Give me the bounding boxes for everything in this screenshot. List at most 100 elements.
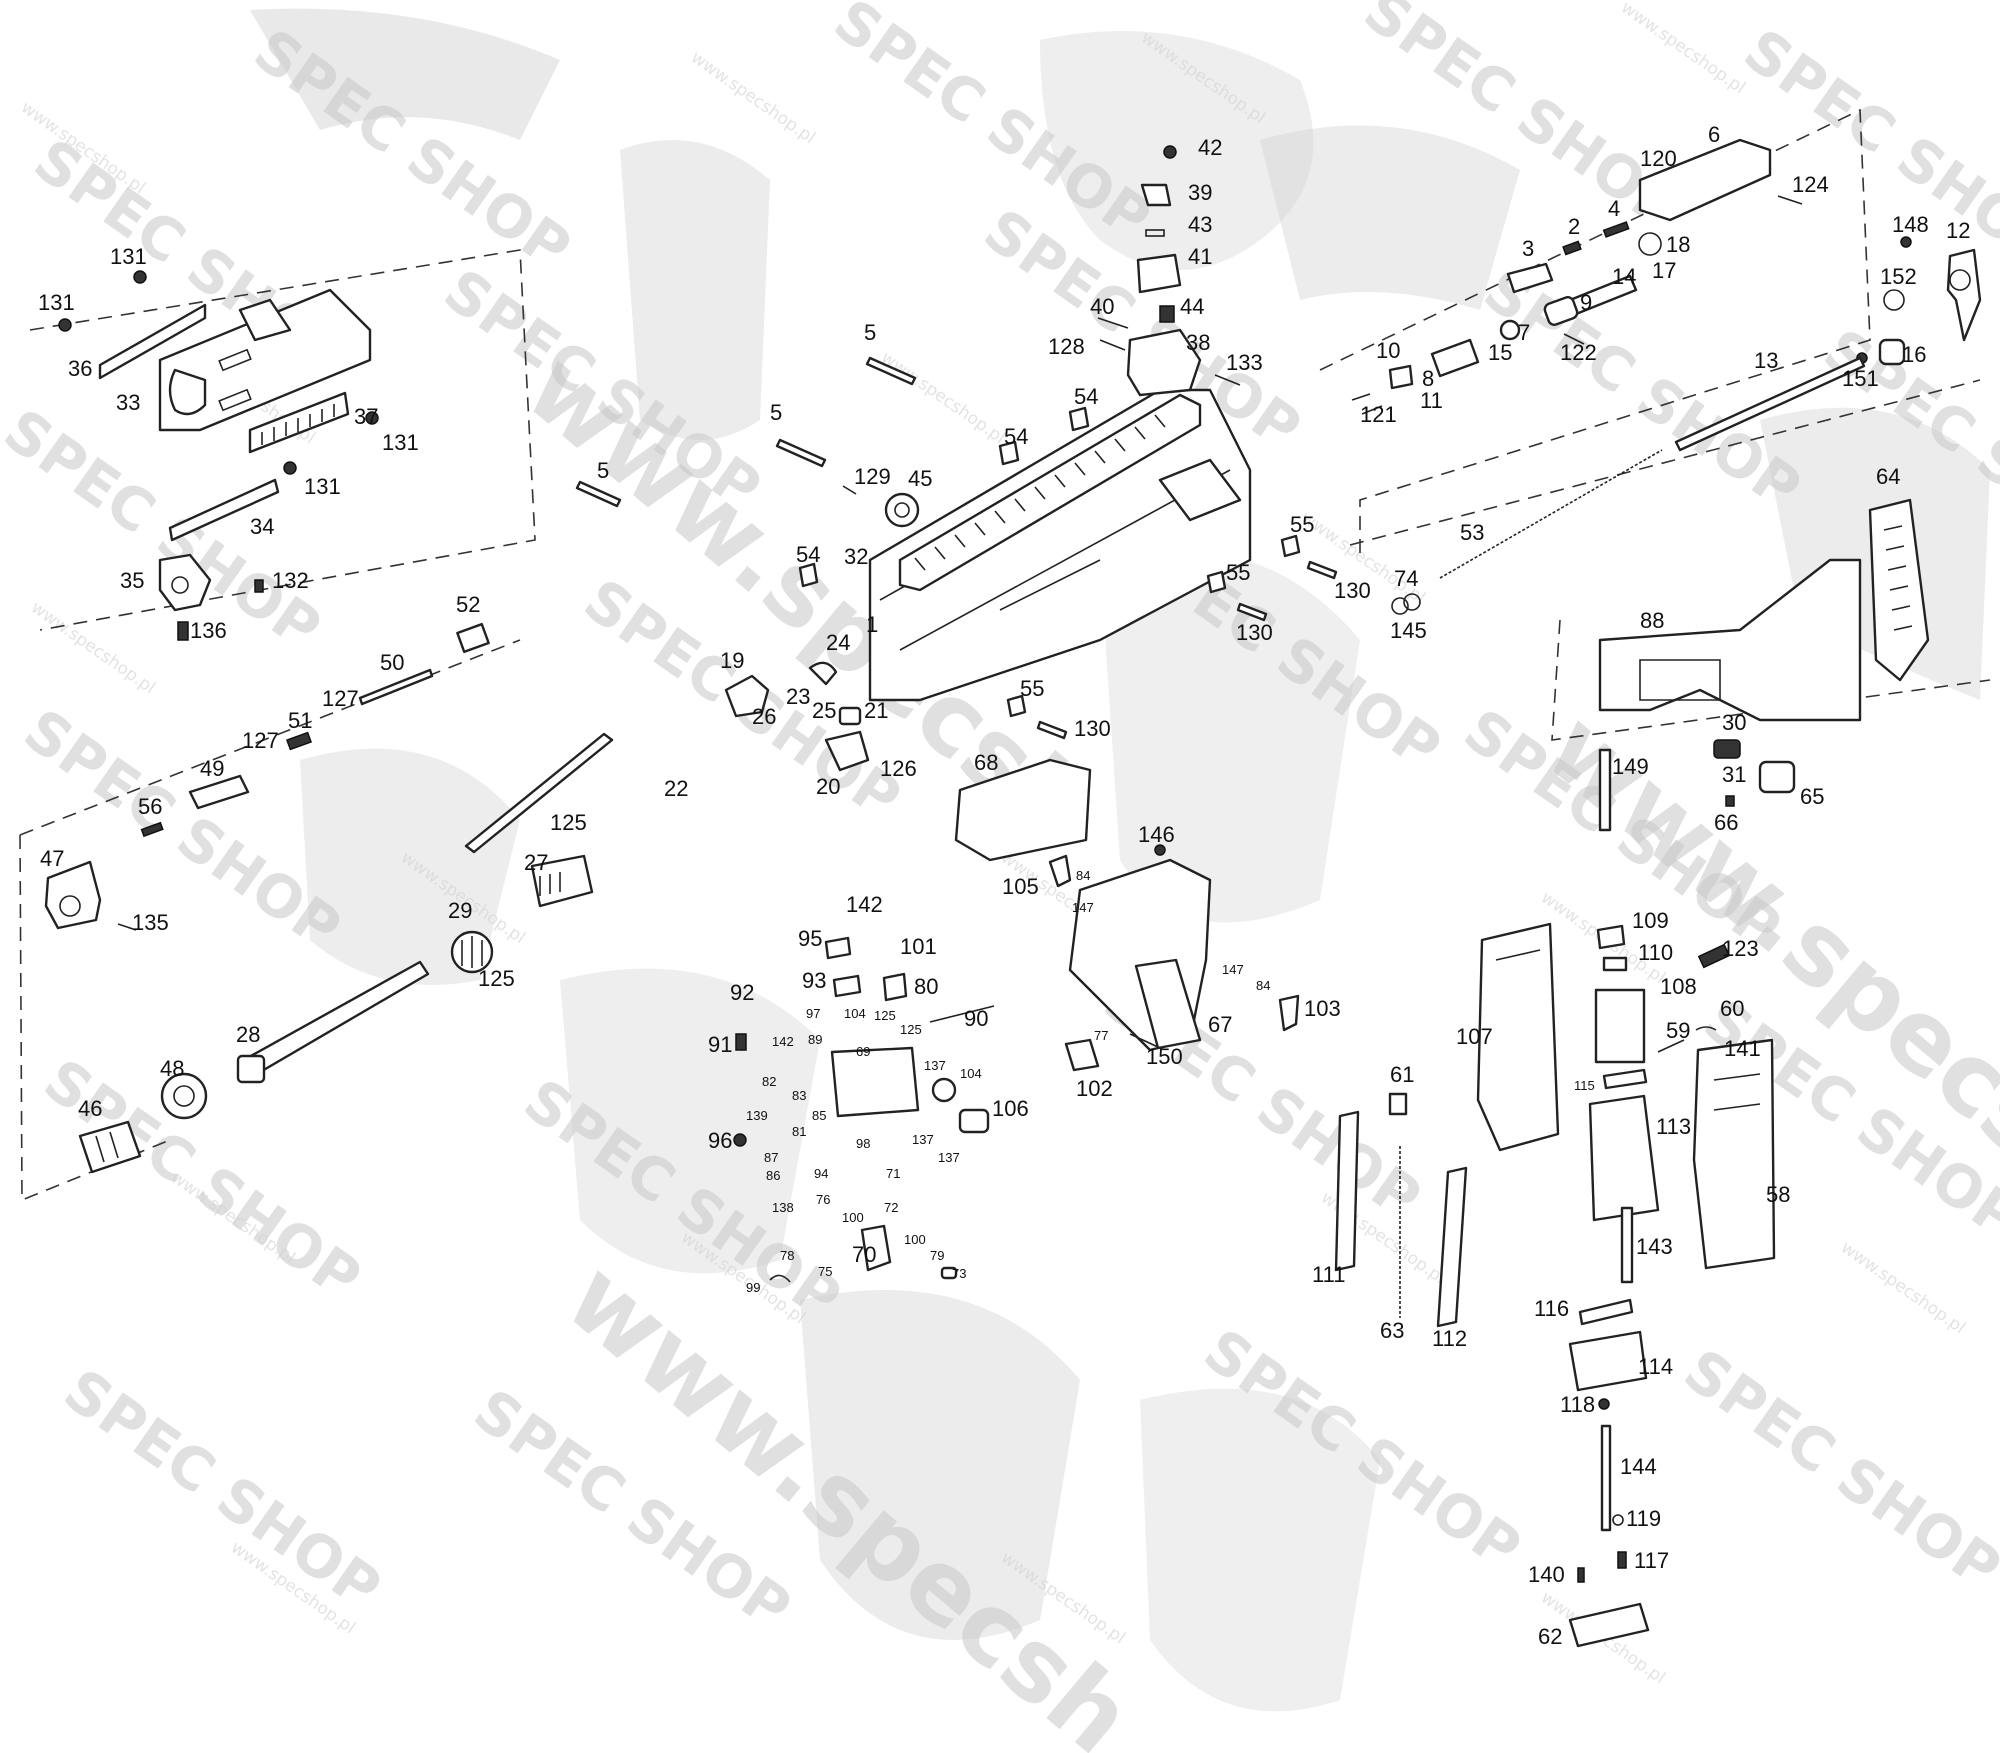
part-129-pin xyxy=(842,485,857,495)
part-102-selector xyxy=(1064,1038,1100,1072)
part-label-83: 83 xyxy=(792,1088,806,1103)
part-label-75: 75 xyxy=(818,1264,832,1279)
part-label-38: 38 xyxy=(1186,330,1210,355)
part-label-119: 119 xyxy=(1626,1506,1661,1531)
part-label-139: 139 xyxy=(746,1108,768,1123)
part-label-35: 35 xyxy=(120,568,144,593)
part-label-56: 56 xyxy=(138,794,162,819)
part-label-5: 5 xyxy=(864,320,876,345)
watermark-text: SPEC SHOP xyxy=(1472,256,1813,523)
part-label-147: 147 xyxy=(1072,900,1094,915)
part-label-84: 84 xyxy=(1076,868,1090,883)
part-99-spring xyxy=(769,1274,791,1283)
part-133-pin xyxy=(1214,374,1241,386)
part-label-140: 140 xyxy=(1528,1562,1565,1587)
part-label-122: 122 xyxy=(1560,340,1597,365)
part-label-137: 137 xyxy=(938,1150,960,1165)
part-51-spring xyxy=(285,731,313,751)
part-46-flash-hider xyxy=(78,1120,142,1174)
part-2-pin xyxy=(1562,240,1582,256)
part-36-rail xyxy=(98,303,207,380)
part-61-clip xyxy=(1388,1092,1408,1116)
part-label-94: 94 xyxy=(814,1166,828,1181)
part-label-96: 96 xyxy=(708,1128,732,1153)
part-41-block xyxy=(1136,253,1182,294)
part-label-100: 100 xyxy=(842,1210,864,1225)
part-label-136: 136 xyxy=(190,618,227,643)
part-label-55: 55 xyxy=(1290,512,1314,537)
part-label-133: 133 xyxy=(1226,350,1263,375)
part-label-117: 117 xyxy=(1634,1548,1669,1573)
part-144-rod xyxy=(1600,1424,1612,1532)
part-label-108: 108 xyxy=(1660,974,1697,999)
part-label-150: 150 xyxy=(1146,1044,1183,1069)
part-label-68: 68 xyxy=(974,750,998,775)
part-label-70: 70 xyxy=(852,1242,876,1267)
part-label-137: 137 xyxy=(912,1132,934,1147)
part-40-pin xyxy=(1097,317,1129,329)
part-label-98: 98 xyxy=(856,1136,870,1151)
part-136-screw xyxy=(177,621,189,641)
part-8-extractor xyxy=(1430,338,1480,378)
part-label-152: 152 xyxy=(1880,264,1917,289)
part-32-top-rail xyxy=(898,393,1202,592)
part-label-111: 111 xyxy=(1312,1262,1345,1287)
part-label-99: 99 xyxy=(746,1280,760,1295)
part-label-13: 13 xyxy=(1754,348,1778,373)
part-label-128: 128 xyxy=(1048,334,1085,359)
part-118-pin xyxy=(1598,1398,1610,1410)
part-label-60: 60 xyxy=(1720,996,1744,1021)
part-label-125: 125 xyxy=(900,1022,922,1037)
part-37-rail xyxy=(248,391,350,454)
part-label-47: 47 xyxy=(40,846,64,871)
part-label-76: 76 xyxy=(816,1192,830,1207)
part-60-spring xyxy=(1695,1026,1717,1031)
part-33-handguard xyxy=(158,288,372,432)
part-label-27: 27 xyxy=(524,850,548,875)
part-12-cocking-lever xyxy=(1946,248,1982,342)
watermark-blob xyxy=(800,1290,1080,1640)
part-label-112: 112 xyxy=(1432,1326,1467,1351)
watermark-blob xyxy=(1100,550,1360,923)
part-label-104: 104 xyxy=(960,1066,982,1081)
part-label-40: 40 xyxy=(1090,294,1114,319)
part-112-insert xyxy=(1436,1166,1468,1328)
watermark-blob xyxy=(620,140,770,440)
part-label-25: 25 xyxy=(812,698,836,723)
part-label-30: 30 xyxy=(1722,710,1746,735)
part-103-lever xyxy=(1278,994,1300,1032)
part-148-screw xyxy=(1900,236,1912,248)
part-label-87: 87 xyxy=(764,1150,778,1165)
part-58-magazine xyxy=(1692,1038,1776,1270)
part-label-59: 59 xyxy=(1666,1018,1690,1043)
part-label-132: 132 xyxy=(272,568,309,593)
part-45-sight xyxy=(884,492,920,528)
part-label-10: 10 xyxy=(1376,338,1400,363)
part-label-92: 92 xyxy=(730,980,754,1005)
watermark-url: www.specshop.pl xyxy=(877,348,1009,449)
part-label-127: 127 xyxy=(322,686,359,711)
part-56-spring xyxy=(140,821,164,838)
part-67-lower-receiver xyxy=(1068,858,1212,1052)
part-88-stock xyxy=(1598,558,1862,722)
part-label-120: 120 xyxy=(1640,146,1677,171)
part-93-block xyxy=(832,974,862,998)
part-55-clips xyxy=(1006,534,1301,718)
part-7-collar xyxy=(1499,319,1521,341)
parts xyxy=(44,138,1982,1648)
part-131-screws xyxy=(58,270,379,475)
part-label-48: 48 xyxy=(160,1056,184,1081)
watermark-blob xyxy=(1040,31,1314,270)
part-label-102: 102 xyxy=(1076,1076,1113,1101)
part-label-126: 126 xyxy=(880,756,917,781)
part-label-1: 1 xyxy=(866,612,878,637)
part-label-131: 131 xyxy=(304,474,341,499)
part-label-44: 44 xyxy=(1180,294,1204,319)
part-label-137: 137 xyxy=(924,1058,946,1073)
watermark-url: www.specshop.pl xyxy=(27,598,159,699)
watermark-blob xyxy=(300,748,520,985)
part-label-104: 104 xyxy=(844,1006,866,1021)
part-3-bolt-head xyxy=(1506,262,1554,294)
